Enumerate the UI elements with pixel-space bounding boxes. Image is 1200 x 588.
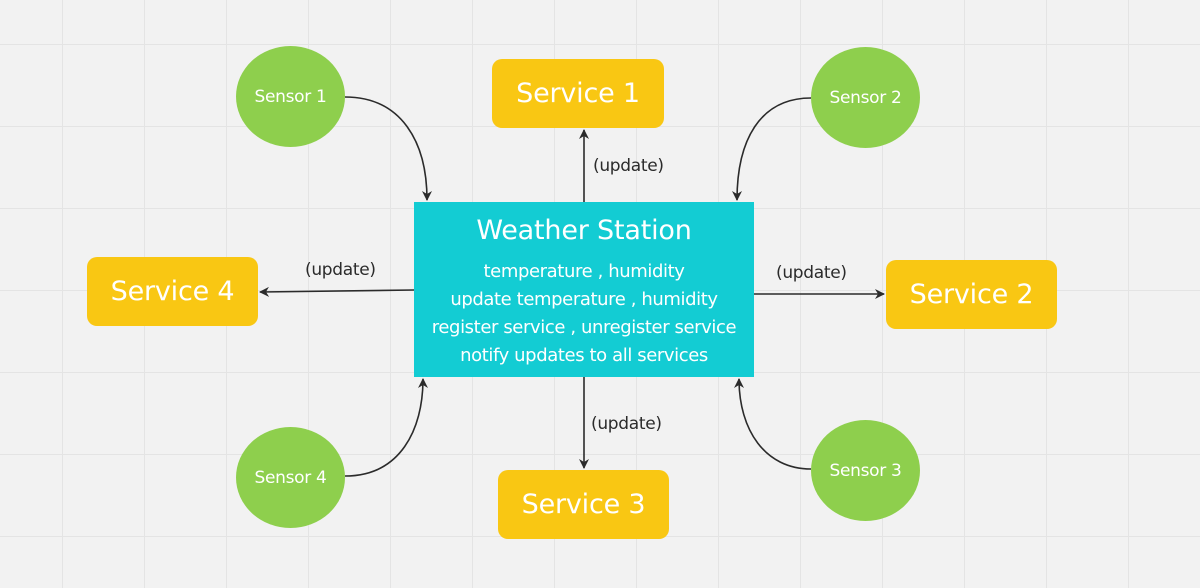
edge-label-service-1: (update) <box>593 156 664 176</box>
service-2-label: Service 2 <box>909 279 1034 310</box>
sensor-3-node[interactable]: Sensor 3 <box>811 420 920 521</box>
edge-station-service4 <box>259 286 415 297</box>
station-line-notify: notify updates to all services <box>460 345 708 366</box>
edge-sensor2-station <box>732 97 812 201</box>
edge-sensor3-station <box>734 378 812 470</box>
sensor-3-label: Sensor 3 <box>829 460 902 481</box>
weather-station-node[interactable]: Weather Station temperature , humidity u… <box>414 202 754 377</box>
service-4-label: Service 4 <box>110 276 235 307</box>
station-line-state: temperature , humidity <box>483 261 685 282</box>
station-line-register: register service , unregister service <box>431 317 737 338</box>
sensor-4-node[interactable]: Sensor 4 <box>236 427 345 528</box>
station-line-update: update temperature , humidity <box>450 289 718 310</box>
edge-label-service-3: (update) <box>591 414 662 434</box>
service-4-node[interactable]: Service 4 <box>87 257 258 326</box>
service-2-node[interactable]: Service 2 <box>886 260 1057 329</box>
sensor-2-label: Sensor 2 <box>829 87 902 108</box>
sensor-2-node[interactable]: Sensor 2 <box>811 47 920 148</box>
sensor-1-label: Sensor 1 <box>254 86 327 107</box>
service-3-node[interactable]: Service 3 <box>498 470 669 539</box>
edge-label-service-4: (update) <box>305 260 376 280</box>
edge-sensor1-station <box>344 96 432 201</box>
service-3-label: Service 3 <box>521 489 646 520</box>
edge-sensor4-station <box>344 378 428 477</box>
sensor-1-node[interactable]: Sensor 1 <box>236 46 345 147</box>
weather-station-details: temperature , humidity update temperatur… <box>414 258 754 370</box>
sensor-4-label: Sensor 4 <box>254 467 327 488</box>
edge-label-service-2: (update) <box>776 263 847 283</box>
service-1-label: Service 1 <box>516 78 640 109</box>
weather-station-title: Weather Station <box>476 215 692 246</box>
service-1-node[interactable]: Service 1 <box>492 59 664 128</box>
